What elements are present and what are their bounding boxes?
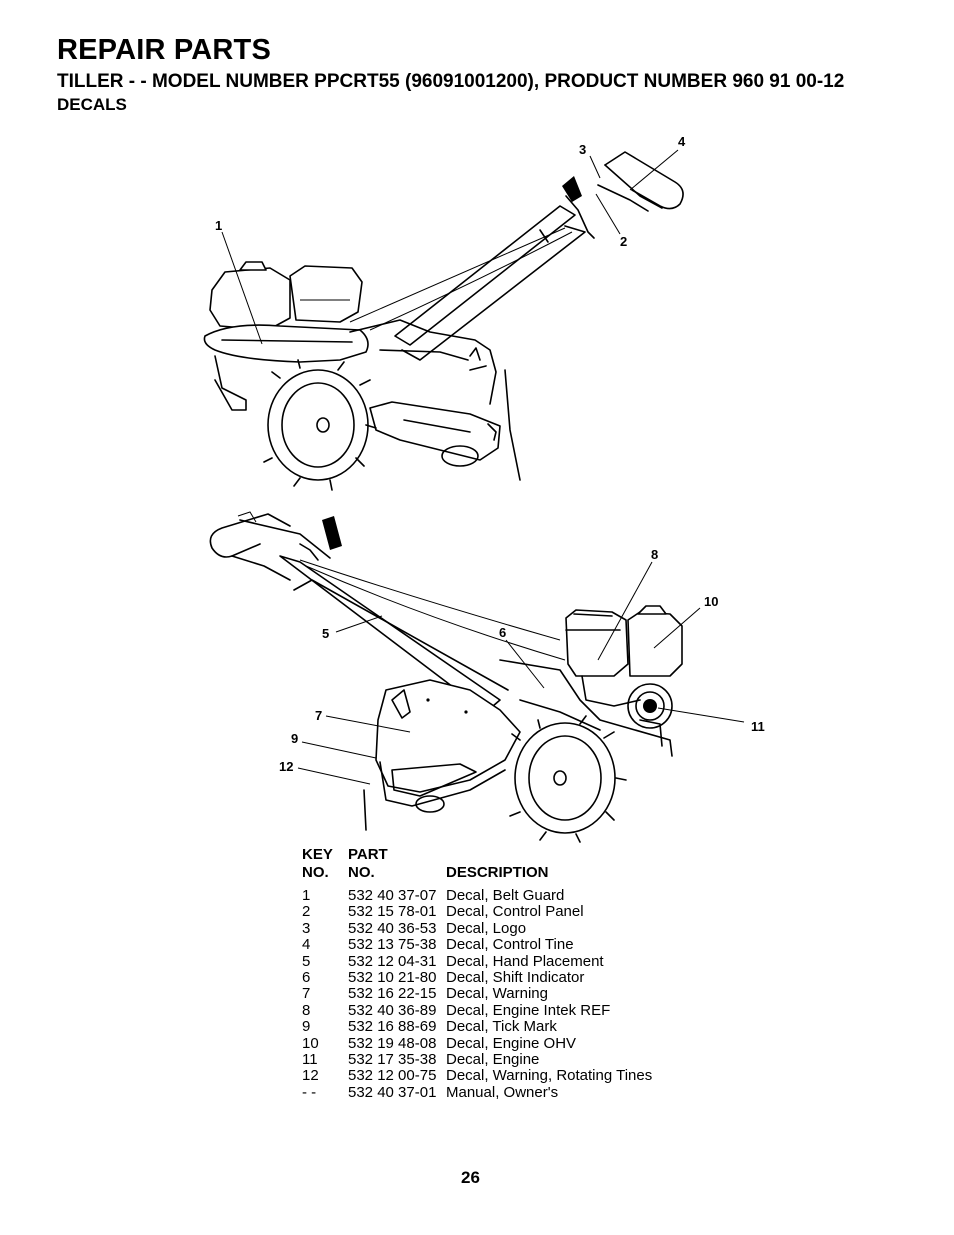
callout-2: 2 (620, 234, 627, 249)
description-cell: Decal, Warning (446, 985, 548, 1003)
description-cell: Decal, Engine (446, 1051, 540, 1069)
callout-5: 5 (322, 626, 329, 641)
page-number: 26 (461, 1168, 480, 1187)
page-title: REPAIR PARTS (57, 34, 272, 66)
part-no-cell: 532 12 04-31 (348, 952, 437, 970)
table-header-row-1: KEY PART (302, 846, 652, 864)
key-no-cell: 11 (302, 1051, 318, 1069)
table-row: - - 532 40 37-01 Manual, Owner's (302, 1083, 652, 1101)
header-key-no: KEY (302, 846, 333, 863)
header-key-no-2: NO. (302, 863, 329, 881)
table-header-row-2: NO. NO. DESCRIPTION (302, 864, 652, 882)
table-row: 3 532 40 36-53 Decal, Logo (302, 919, 652, 937)
table-row: 2 532 15 78-01 Decal, Control Panel (302, 903, 652, 921)
key-no-cell: 7 (302, 985, 311, 1003)
key-no-cell: - - (302, 1083, 317, 1101)
callout-4: 4 (678, 134, 686, 149)
description-cell: Decal, Hand Placement (446, 952, 604, 970)
key-no-cell: 3 (302, 919, 311, 937)
part-no-cell: 532 19 48-08 (348, 1034, 437, 1052)
callout-11: 11 (751, 719, 765, 734)
header-part-no-2: NO. (348, 863, 375, 881)
part-no-cell: 532 40 36-53 (348, 919, 437, 937)
table-row: 5 532 12 04-31 Decal, Hand Placement (302, 952, 652, 970)
description-cell: Decal, Engine OHV (446, 1034, 577, 1052)
part-no-cell: 532 40 36-89 (348, 1001, 437, 1019)
callout-10: 10 (704, 594, 718, 609)
callout-leaders (221, 149, 745, 785)
callout-3: 3 (579, 142, 586, 157)
table-row: 10 532 19 48-08 Decal, Engine OHV (302, 1034, 652, 1052)
part-no-cell: 532 15 78-01 (348, 903, 437, 921)
description-cell: Decal, Control Panel (446, 903, 584, 921)
description-cell: Decal, Belt Guard (446, 887, 565, 904)
callout-9: 9 (291, 731, 298, 746)
table-row: 9 532 16 88-69 Decal, Tick Mark (302, 1018, 652, 1036)
key-no-cell: 10 (302, 1034, 319, 1052)
model-subtitle: TILLER - - MODEL NUMBER PPCRT55 (9609100… (57, 71, 845, 92)
description-cell: Decal, Logo (446, 919, 527, 937)
table-row: 6 532 10 21-80 Decal, Shift Indicator (302, 969, 652, 987)
table-body: 1 532 40 37-07 Decal, Belt Guard 2 532 15 78… (302, 887, 653, 1101)
part-no-cell: 532 40 37-01 (348, 1083, 437, 1101)
description-cell: Decal, Shift Indicator (446, 969, 585, 987)
key-no-cell: 1 (302, 887, 311, 904)
callout-6: 6 (499, 625, 506, 640)
callout-7: 7 (315, 708, 322, 723)
tiller-illustration-top (203, 151, 684, 491)
key-no-cell: 4 (302, 936, 311, 954)
key-no-cell: 5 (302, 952, 311, 970)
table-row: 12 532 12 00-75 Decal, Warning, Rotating T… (302, 1067, 653, 1085)
header-part-no: PART (348, 846, 388, 863)
table-row: 7 532 16 22-15 Decal, Warning (302, 985, 652, 1003)
key-no-cell: 9 (302, 1018, 311, 1036)
callout-12: 12 (279, 759, 293, 774)
description-cell: Decal, Warning, Rotating Tines (446, 1067, 653, 1085)
header-description: DESCRIPTION (446, 863, 549, 881)
callout-1: 1 (215, 218, 222, 233)
key-no-cell: 2 (302, 903, 311, 921)
key-no-cell: 8 (302, 1001, 311, 1019)
part-no-cell: 532 12 00-75 (348, 1067, 437, 1085)
table-row: 1 532 40 37-07 Decal, Belt Guard (302, 887, 652, 904)
part-no-cell: 532 13 75-38 (348, 936, 437, 954)
description-cell: Decal, Control Tine (446, 936, 574, 954)
part-no-cell: 532 10 21-80 (348, 969, 437, 987)
table-row: 4 532 13 75-38 Decal, Control Tine (302, 936, 652, 954)
callout-8: 8 (651, 547, 658, 562)
description-cell: Decal, Engine Intek REF (446, 1001, 611, 1019)
section-title: DECALS (57, 95, 127, 114)
description-cell: Manual, Owner's (446, 1083, 559, 1101)
description-cell: Decal, Tick Mark (446, 1018, 557, 1036)
part-no-cell: 532 16 88-69 (348, 1018, 437, 1036)
table-row: 11 532 17 35-38 Decal, Engine (302, 1051, 652, 1069)
parts-table: KEY PART NO. NO. DESCRIPTION 1 532 40 37-… (302, 846, 652, 1101)
key-no-cell: 6 (302, 969, 311, 987)
part-no-cell: 532 40 37-07 (348, 887, 437, 904)
part-no-cell: 532 17 35-38 (348, 1051, 437, 1069)
tiller-illustration-bottom (209, 511, 683, 843)
table-row: 8 532 40 36-89 Decal, Engine Intek REF (302, 1001, 652, 1019)
key-no-cell: 12 (302, 1067, 319, 1085)
part-no-cell: 532 16 22-15 (348, 985, 437, 1003)
